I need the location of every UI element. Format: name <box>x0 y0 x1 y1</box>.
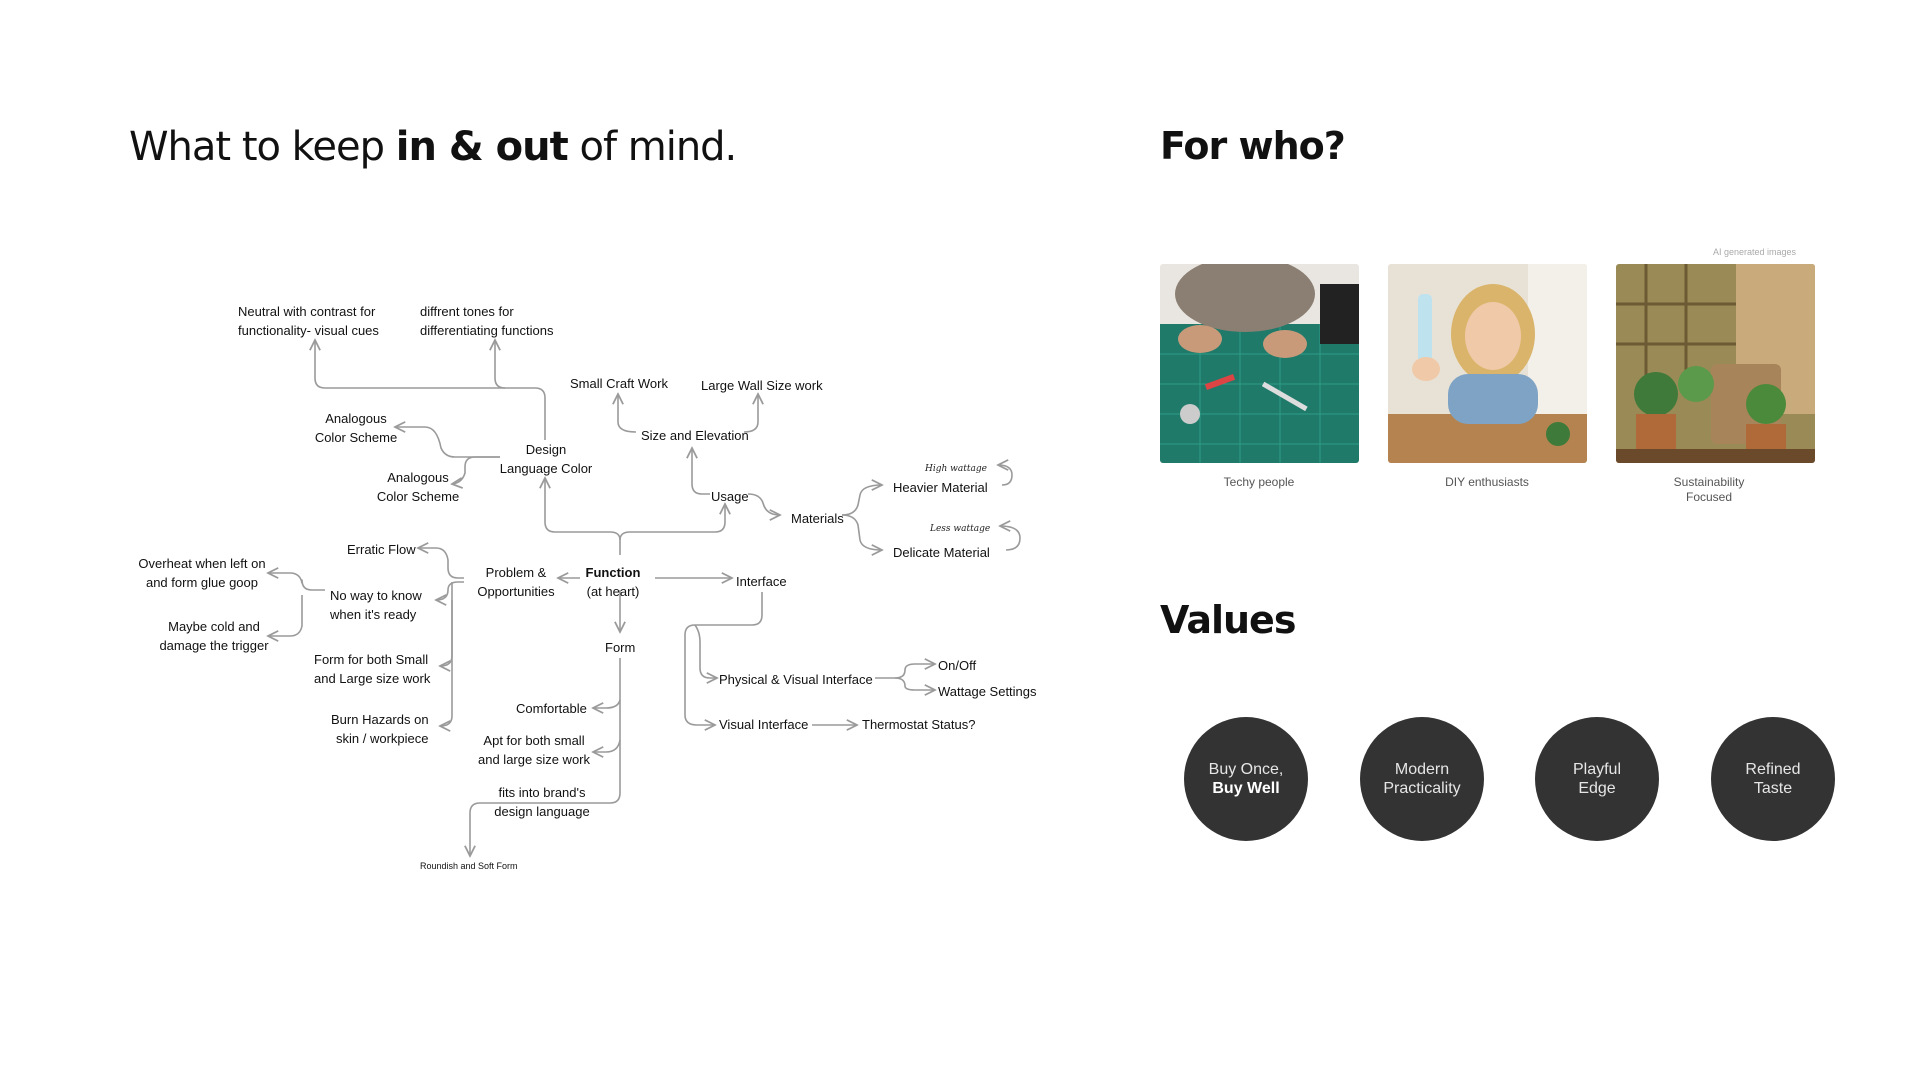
conn-form-down <box>470 658 621 856</box>
conn-size-small <box>618 394 637 433</box>
value-buy-once: Buy Once,Buy Well <box>1184 717 1308 841</box>
node-problem-opportunities: Problem &Opportunities <box>477 565 555 599</box>
conn-problem-formboth <box>440 582 453 666</box>
conn-form-comfortable <box>593 699 621 708</box>
ai-generated-note: AI generated images <box>1713 247 1797 257</box>
mindmap-connectors <box>0 0 1021 900</box>
node-erratic-flow: Erratic Flow <box>347 542 416 557</box>
conn-usage-sizeelev <box>692 448 710 495</box>
conn-noway-overheat <box>268 573 325 591</box>
conn-function-usage <box>619 504 725 541</box>
conn-design-analog1 <box>395 427 500 458</box>
conn-design-tones <box>495 340 506 389</box>
conn-delicate-loop <box>1000 526 1021 551</box>
values-heading: Values <box>1160 598 1296 642</box>
persona-caption-techy: Techy people <box>1223 475 1295 489</box>
node-visual-interface: Visual Interface <box>719 717 809 732</box>
conn-form-apt <box>593 739 621 752</box>
conn-usage-materials <box>747 493 780 515</box>
node-large-wall-work: Large Wall Size work <box>701 378 823 393</box>
note-less-wattage: Less wattage <box>930 524 991 534</box>
node-small-craft-work: Small Craft Work <box>570 376 668 391</box>
persona-photo-techy <box>1160 264 1359 463</box>
node-form: Form <box>605 640 636 655</box>
node-delicate-material: Delicate Material <box>893 545 990 560</box>
conn-design-analog2 <box>452 456 500 484</box>
conn-problem-noway <box>436 581 464 600</box>
persona-caption-diy: DIY enthusiasts <box>1445 475 1529 489</box>
note-high-wattage: High wattage <box>925 464 987 474</box>
node-comfortable: Comfortable <box>516 701 587 716</box>
for-who-heading: For who? <box>1160 124 1346 168</box>
page-title: What to keep in & out of mind. <box>129 124 737 170</box>
node-wattage-settings: Wattage Settings <box>938 684 1037 699</box>
conn-function-design <box>545 478 621 555</box>
conn-problem-burn <box>440 600 453 726</box>
node-materials: Materials <box>791 511 844 526</box>
node-roundish-soft-form: Roundish and Soft Form <box>420 861 518 871</box>
node-interface: Interface <box>736 574 787 589</box>
conn-heavier-loop <box>998 465 1013 486</box>
conn-size-large <box>743 394 758 433</box>
conn-phys-onoff <box>875 664 935 679</box>
conn-interface-phys <box>694 624 717 678</box>
conn-materials-delicate <box>841 514 882 550</box>
node-function: Function(at heart) <box>585 565 641 599</box>
persona-photo-sustainability <box>1616 264 1815 463</box>
conn-materials-heavier <box>841 485 882 516</box>
conn-noway-cold <box>268 595 303 636</box>
conn-problem-erratic <box>418 548 464 579</box>
node-on-off: On/Off <box>938 658 977 673</box>
node-thermostat-status: Thermostat Status? <box>862 717 976 732</box>
node-heavier-material: Heavier Material <box>893 480 988 495</box>
conn-interface-down <box>684 592 763 725</box>
node-usage: Usage <box>711 489 749 504</box>
node-physical-visual-interface: Physical & Visual Interface <box>719 672 873 687</box>
node-size-elevation: Size and Elevation <box>641 428 749 443</box>
persona-photo-diy <box>1388 264 1587 463</box>
conn-phys-wattage <box>894 677 935 690</box>
conn-design-up <box>315 340 546 440</box>
